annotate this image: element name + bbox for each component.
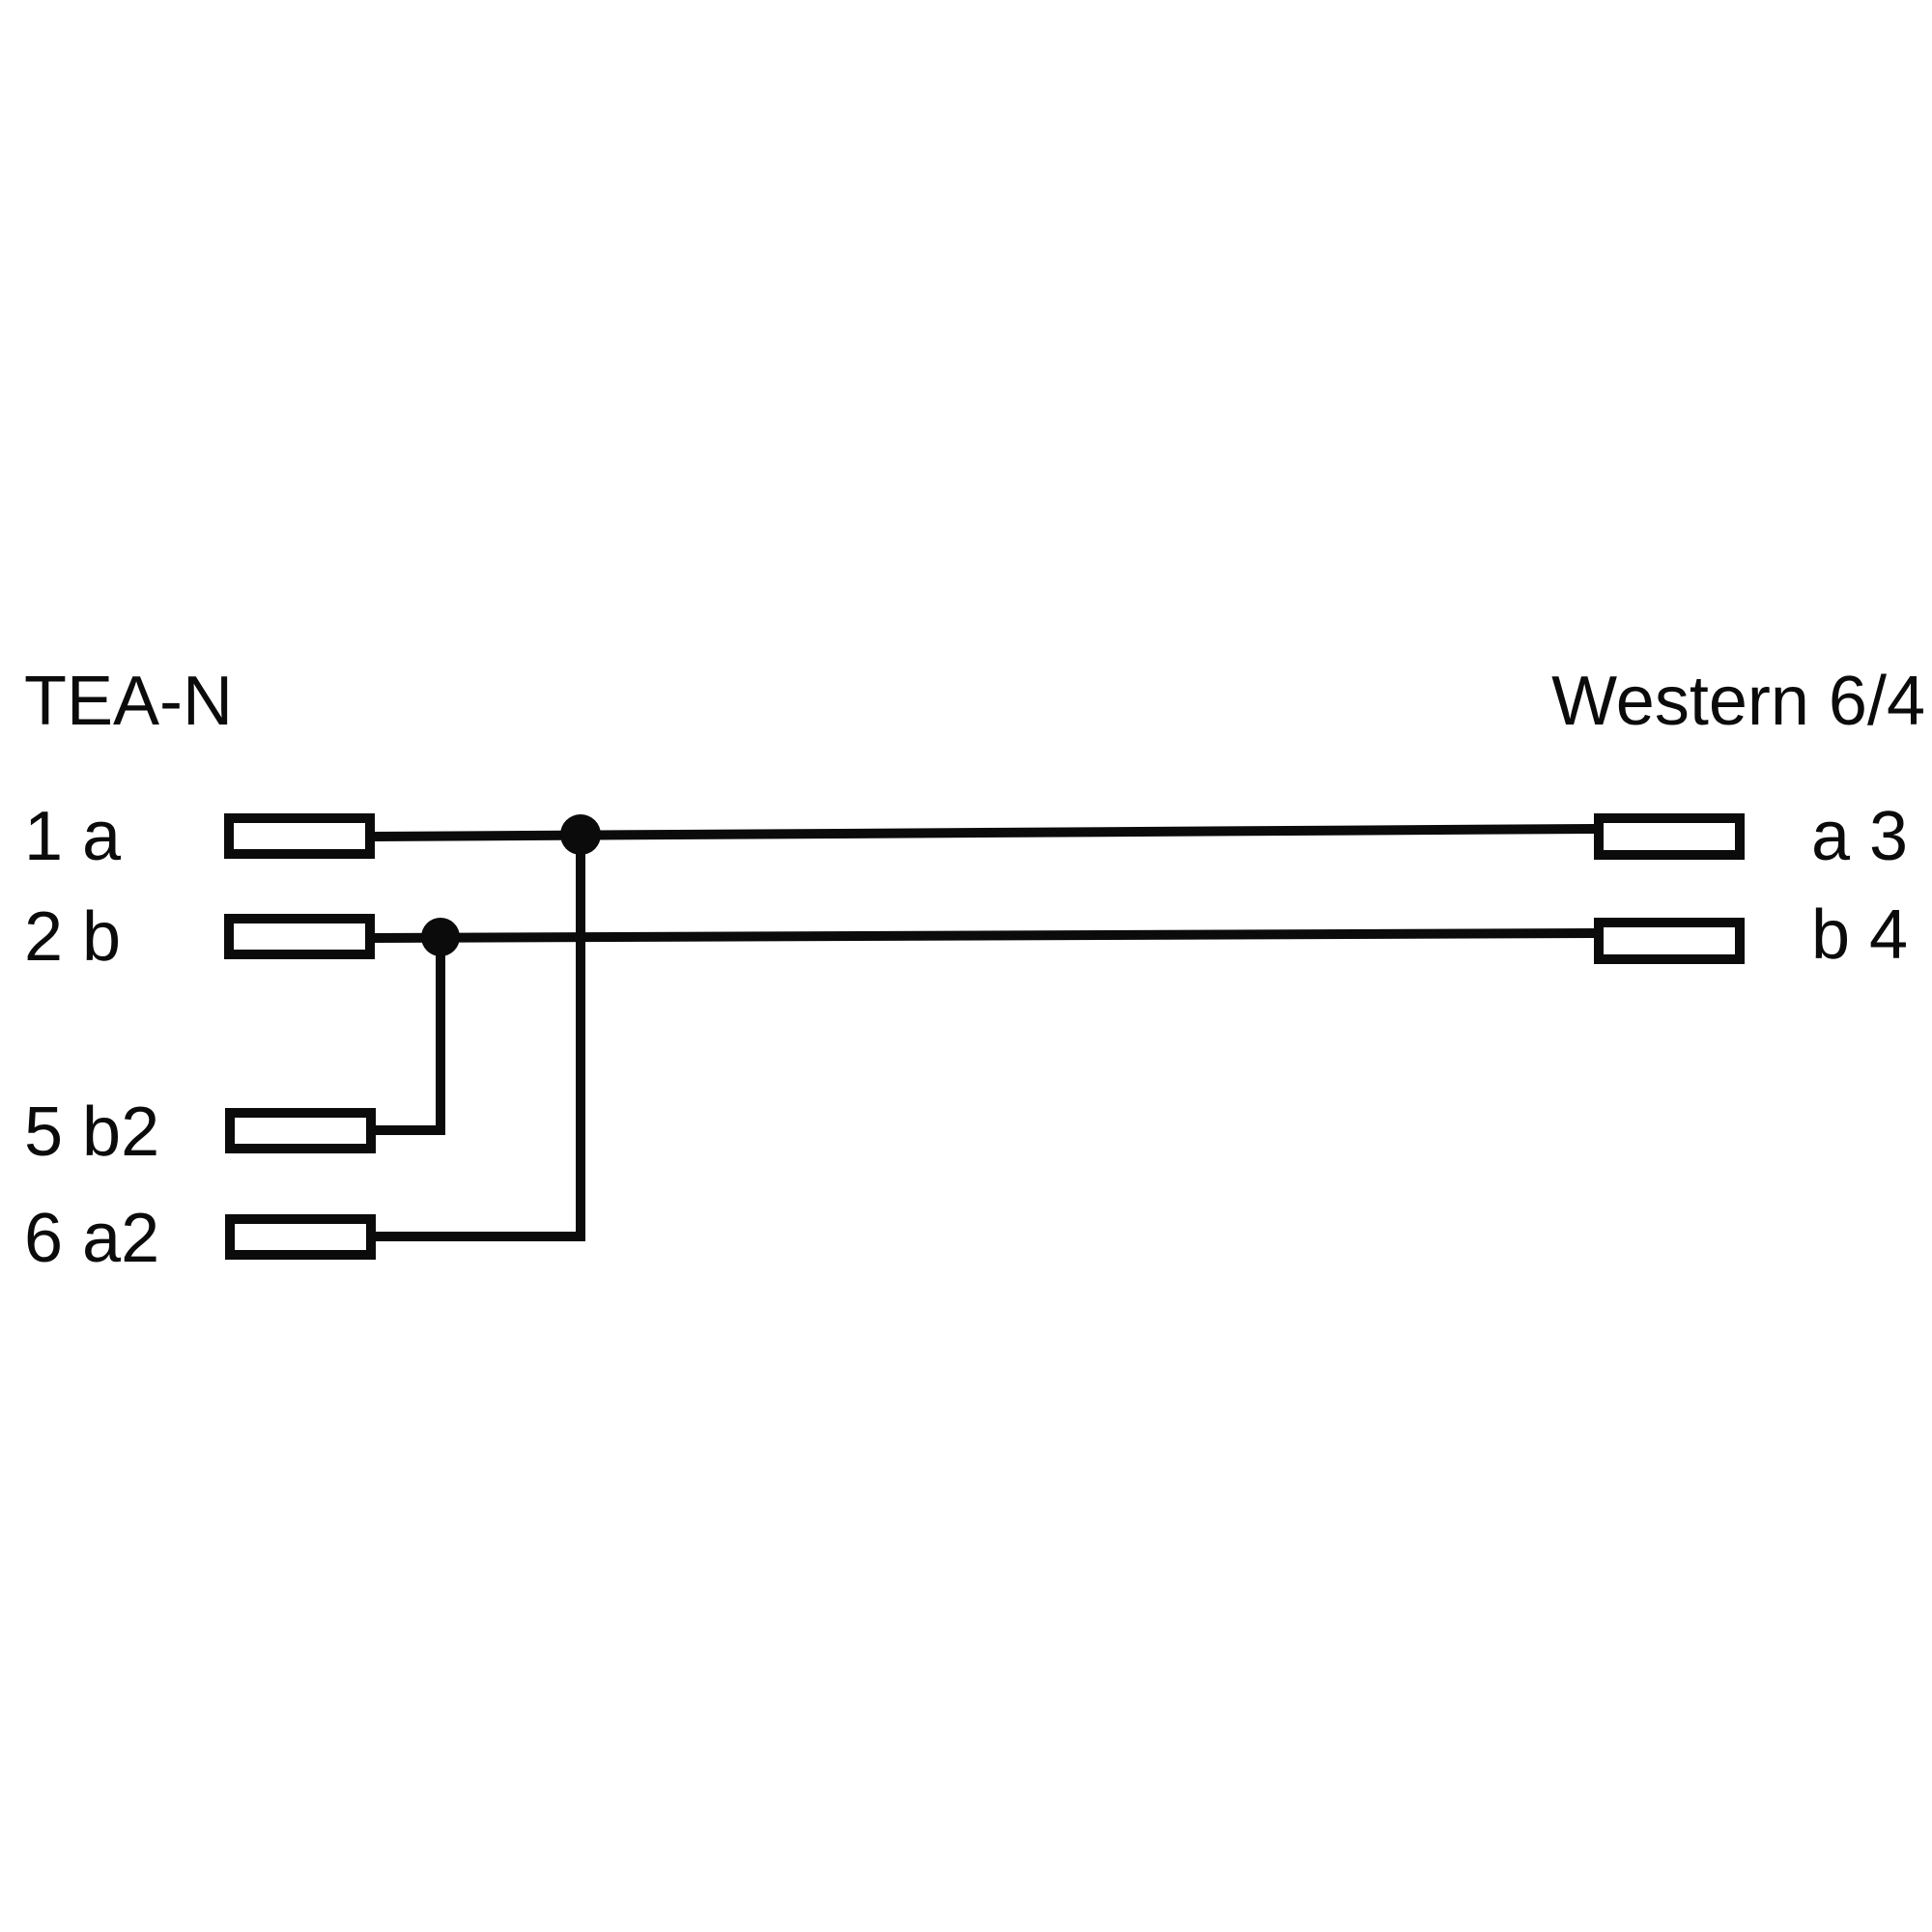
- pin-box-2b: [224, 914, 375, 959]
- pin-label-5b2: 5 b2: [24, 1094, 159, 1171]
- pin-box-a3: [1594, 813, 1745, 860]
- wire-5b2-branch: [375, 936, 445, 1135]
- pin-label-2b: 2 b: [24, 898, 121, 976]
- pin-label-a3: a 3: [1811, 798, 1908, 875]
- pin-box-6a2: [225, 1214, 376, 1260]
- junction-dot-b: [421, 918, 460, 956]
- left-connector-title: TEA-N: [24, 663, 233, 740]
- junction-dot-a: [560, 814, 601, 855]
- wire-6a2-branch: [375, 835, 585, 1241]
- pin-box-5b2: [225, 1108, 376, 1153]
- pin-box-b4: [1594, 918, 1745, 964]
- pin-label-b4: b 4: [1811, 896, 1908, 974]
- right-connector-title: Western 6/4: [1551, 663, 1925, 740]
- wire-2b-to-b4: [374, 928, 1595, 943]
- pin-label-6a2: 6 a2: [24, 1200, 159, 1277]
- pin-box-1a: [224, 813, 375, 859]
- pin-label-1a: 1 a: [24, 798, 122, 875]
- wire-1a-to-a3: [374, 824, 1595, 841]
